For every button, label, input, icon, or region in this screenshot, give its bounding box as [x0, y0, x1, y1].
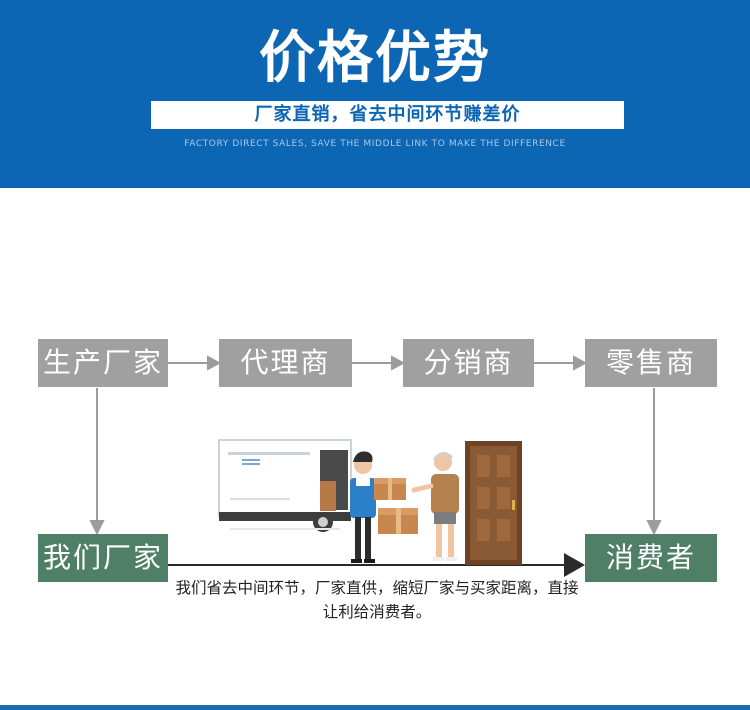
customer-illustration — [411, 452, 459, 561]
box-agent: 代理商 — [219, 339, 352, 387]
down-head-right — [646, 520, 662, 536]
delivery-man-illustration — [350, 451, 418, 563]
door-illustration — [465, 441, 522, 565]
box-our-factory: 我们厂家 — [38, 534, 168, 582]
box-manufacturer: 生产厂家 — [38, 339, 168, 387]
bottom-divider — [0, 705, 750, 710]
arrow-head-3 — [573, 355, 588, 371]
header-banner: 价格优势 厂家直销，省去中间环节赚差价 FACTORY DIRECT SALES… — [0, 0, 750, 188]
description-text: 我们省去中间环节，厂家直供，缩短厂家与买家距离，直接让利给消费者。 — [175, 579, 579, 621]
arrow-head-1 — [207, 355, 222, 371]
box-distributor: 分销商 — [403, 339, 534, 387]
truck-illustration — [218, 439, 352, 532]
banner-title: 价格优势 — [259, 26, 491, 91]
box-consumer: 消费者 — [585, 534, 717, 582]
banner-slogan: 厂家直销，省去中间环节赚差价 — [151, 101, 624, 129]
direct-arrow-head — [564, 553, 585, 577]
box-retailer: 零售商 — [585, 339, 717, 387]
arrow-head-2 — [391, 355, 406, 371]
banner-subtitle: FACTORY DIRECT SALES, SAVE THE MIDDLE LI… — [184, 139, 566, 149]
down-head-left — [89, 520, 105, 536]
